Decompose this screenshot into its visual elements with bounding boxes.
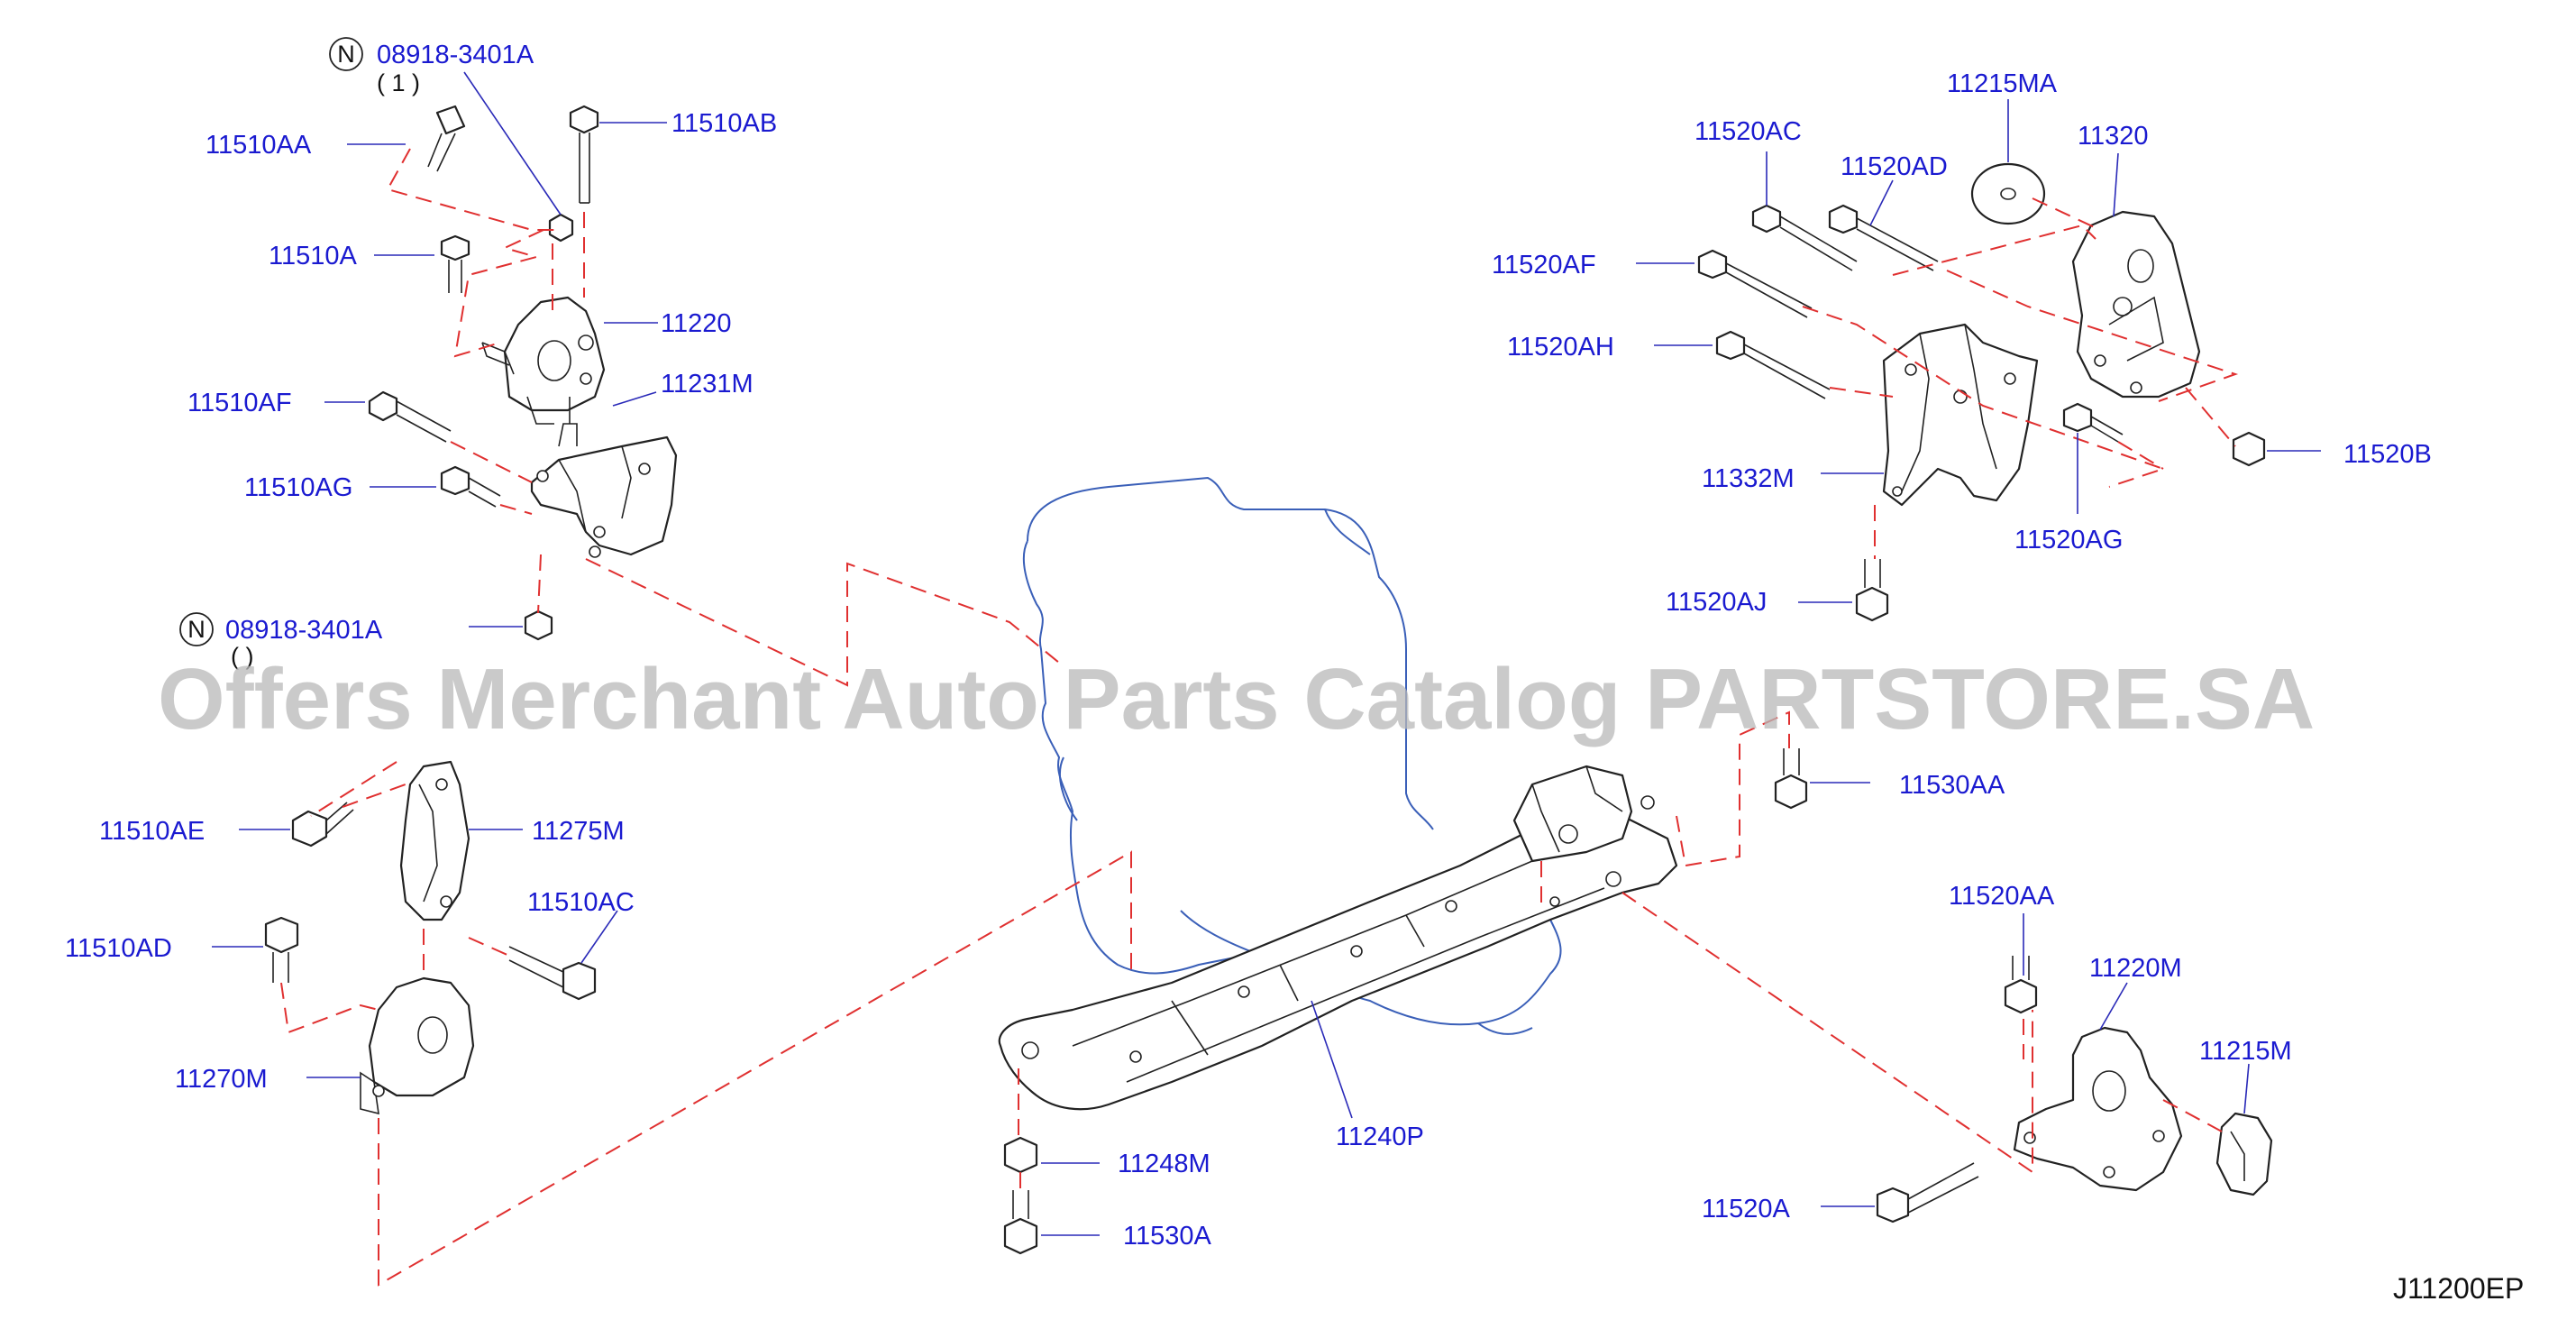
bolt-11520AJ bbox=[1855, 559, 1889, 622]
label-11510AA[interactable]: 11510AA bbox=[206, 131, 312, 160]
label-11520A[interactable]: 11520A bbox=[1702, 1195, 1790, 1223]
label-11510AG[interactable]: 11510AG bbox=[244, 473, 352, 502]
bolt-11510AD bbox=[264, 916, 299, 983]
bolt-11510AG bbox=[440, 465, 501, 508]
label-11248M[interactable]: 11248M bbox=[1118, 1150, 1210, 1178]
label-11510AB[interactable]: 11510AB bbox=[671, 109, 777, 138]
bolt-11520AD bbox=[1828, 204, 1939, 271]
bracket-11231M bbox=[530, 397, 678, 558]
note-qty-bottom: ( ) bbox=[231, 643, 253, 670]
bolt-11520AA bbox=[2004, 956, 2038, 1014]
mount-11220M bbox=[2013, 1026, 2183, 1192]
bolt-11510AB bbox=[569, 105, 599, 204]
engine-mount-11220 bbox=[481, 296, 606, 425]
bolt-11510AE bbox=[291, 802, 354, 848]
label-11510AC[interactable]: 11510AC bbox=[527, 888, 635, 917]
label-11231M[interactable]: 11231M bbox=[661, 370, 754, 399]
bolt-11520A bbox=[1876, 1162, 1979, 1223]
label-11510AF[interactable]: 11510AF bbox=[187, 389, 292, 417]
label-11240P[interactable]: 11240P bbox=[1336, 1123, 1424, 1151]
label-11320[interactable]: 11320 bbox=[2078, 122, 2149, 151]
label-11530A[interactable]: 11530A bbox=[1123, 1222, 1211, 1251]
mount-11270M bbox=[360, 976, 475, 1115]
note-n-bottom-symbol: N bbox=[187, 616, 206, 643]
note-n-top-symbol: N bbox=[337, 41, 355, 68]
part-labels: 08918-3401A 11510AA 11510AB 11510A 11220… bbox=[65, 41, 2432, 1251]
label-11215MA[interactable]: 11215MA bbox=[1947, 69, 2058, 98]
insulator-11215M bbox=[2215, 1112, 2273, 1196]
label-11510AE[interactable]: 11510AE bbox=[99, 817, 205, 846]
note-n-top: N ( 1 ) bbox=[329, 37, 420, 96]
bolt-11530A bbox=[1003, 1190, 1038, 1255]
bolt-11530AA bbox=[1774, 748, 1808, 810]
label-11520AH[interactable]: 11520AH bbox=[1507, 333, 1614, 362]
bolt-11520AH bbox=[1715, 330, 1831, 399]
bolt-11520AG bbox=[2062, 402, 2124, 443]
label-11520AF[interactable]: 11520AF bbox=[1492, 251, 1596, 280]
bolt-11510AC bbox=[508, 946, 597, 1001]
bolt-11510A bbox=[440, 234, 470, 293]
label-11270M[interactable]: 11270M bbox=[175, 1065, 268, 1094]
bolt-11510AF bbox=[368, 390, 452, 443]
assembly-lines bbox=[280, 148, 2239, 1287]
label-11332M[interactable]: 11332M bbox=[1702, 464, 1795, 493]
leader-lines bbox=[212, 71, 2321, 1236]
label-11520B[interactable]: 11520B bbox=[2343, 440, 2432, 469]
nut-11520B bbox=[2232, 431, 2266, 467]
figure-code: J11200EP bbox=[2393, 1272, 2524, 1305]
nut-11248M bbox=[1003, 1136, 1038, 1174]
label-08918-top[interactable]: 08918-3401A bbox=[377, 41, 534, 69]
label-11510AD[interactable]: 11510AD bbox=[65, 934, 172, 963]
bolt-11520AF bbox=[1697, 249, 1813, 318]
bracket-11275M bbox=[399, 760, 470, 921]
label-11520AC[interactable]: 11520AC bbox=[1694, 117, 1802, 146]
label-08918-bottom[interactable]: 08918-3401A bbox=[225, 616, 383, 645]
watermark-text: Offers Merchant Auto Parts Catalog PARTS… bbox=[158, 651, 2315, 747]
label-11510A[interactable]: 11510A bbox=[269, 242, 357, 270]
label-11530AA[interactable]: 11530AA bbox=[1899, 771, 2005, 800]
bracket-11332M bbox=[1882, 323, 2039, 507]
label-11520AA[interactable]: 11520AA bbox=[1949, 882, 2055, 911]
mount-11320 bbox=[2071, 210, 2201, 399]
label-11520AJ[interactable]: 11520AJ bbox=[1666, 588, 1767, 617]
label-11520AD[interactable]: 11520AD bbox=[1841, 152, 1948, 181]
bolt-11510AA bbox=[427, 105, 466, 172]
washer-11215MA bbox=[1970, 162, 2046, 225]
nut-08918-bottom bbox=[524, 609, 553, 641]
label-11220[interactable]: 11220 bbox=[661, 309, 732, 338]
label-11220M[interactable]: 11220M bbox=[2089, 954, 2182, 983]
crossmember-11240P bbox=[998, 765, 1678, 1111]
note-n-bottom: N ( ) bbox=[179, 612, 253, 670]
note-qty-top: ( 1 ) bbox=[377, 69, 420, 96]
label-11215M[interactable]: 11215M bbox=[2199, 1037, 2292, 1066]
nut-08918-top bbox=[548, 213, 574, 243]
label-11520AG[interactable]: 11520AG bbox=[2014, 526, 2123, 554]
label-11275M[interactable]: 11275M bbox=[532, 817, 625, 846]
